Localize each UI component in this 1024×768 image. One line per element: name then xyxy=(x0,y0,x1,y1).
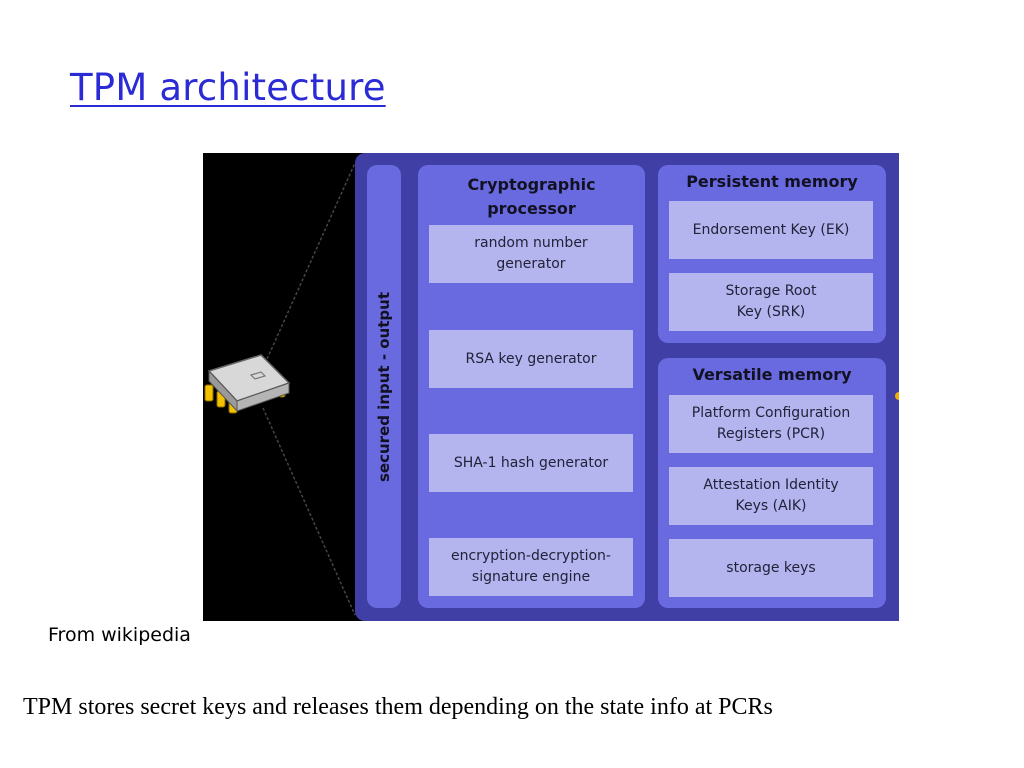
crypto-item-rsa-key-generator: RSA key generator xyxy=(429,330,633,388)
crypto-item-encryption-engine: encryption-decryption- signature engine xyxy=(429,538,633,596)
versatile-item-storage-keys: storage keys xyxy=(669,539,873,597)
versatile-item-aik: Attestation Identity Keys (AIK) xyxy=(669,467,873,525)
secured-io-label: secured input - output xyxy=(375,291,393,483)
crypto-item-sha1-hash-generator: SHA-1 hash generator xyxy=(429,434,633,492)
connector-lines xyxy=(262,162,356,616)
persistent-memory-title: Persistent memory xyxy=(686,172,858,191)
versatile-memory-title: Versatile memory xyxy=(692,365,852,384)
source-attribution: From wikipedia xyxy=(48,624,191,646)
versatile-item-pcr: Platform Configuration Registers (PCR) xyxy=(669,395,873,453)
versatile-memory-panel: Versatile memory Platform Configuration … xyxy=(658,358,886,608)
connector-dot xyxy=(895,392,899,400)
slide-caption: TPM stores secret keys and releases them… xyxy=(23,694,773,720)
secured-io-bar: secured input - output xyxy=(367,165,401,608)
persistent-item-endorsement-key: Endorsement Key (EK) xyxy=(669,201,873,259)
tpm-architecture-diagram: secured input - output Cryptographic pro… xyxy=(203,153,899,621)
persistent-memory-panel: Persistent memory Endorsement Key (EK) S… xyxy=(658,165,886,343)
tpm-board: secured input - output Cryptographic pro… xyxy=(355,153,899,621)
crypto-processor-title: Cryptographic processor xyxy=(467,175,596,218)
crypto-processor-panel: Cryptographic processor random number ge… xyxy=(418,165,645,608)
chip-icon xyxy=(204,354,291,414)
crypto-item-random-number-generator: random number generator xyxy=(429,225,633,283)
slide-title: TPM architecture xyxy=(70,66,386,109)
persistent-item-storage-root-key: Storage Root Key (SRK) xyxy=(669,273,873,331)
